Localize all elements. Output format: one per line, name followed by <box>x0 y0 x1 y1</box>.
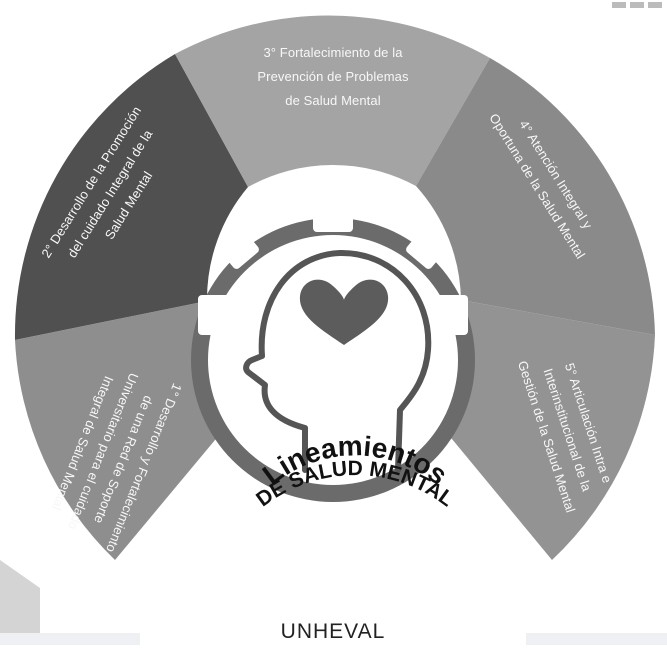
gear-teeth <box>198 202 468 335</box>
head-with-heart-icon <box>243 249 432 473</box>
segment-1 <box>15 301 241 560</box>
segment-3 <box>175 15 490 188</box>
segment-4 <box>416 58 655 335</box>
title-line-3: UNHEVAL <box>281 620 386 643</box>
segment-3-line-3: de Salud Mental <box>285 93 380 108</box>
corner-mark <box>612 2 662 8</box>
segment-5 <box>428 300 655 560</box>
segment-ring <box>14 15 655 560</box>
corner-decoration <box>0 560 40 645</box>
segment-2 <box>14 54 249 340</box>
heart-icon <box>299 279 389 345</box>
title-backdrop <box>140 535 526 645</box>
segment-3-line-1: 3° Fortalecimiento de la <box>263 45 403 60</box>
segment-3-label: 3° Fortalecimiento de la Prevención de P… <box>257 45 409 108</box>
segment-3-line-2: Prevención de Problemas <box>257 69 409 84</box>
